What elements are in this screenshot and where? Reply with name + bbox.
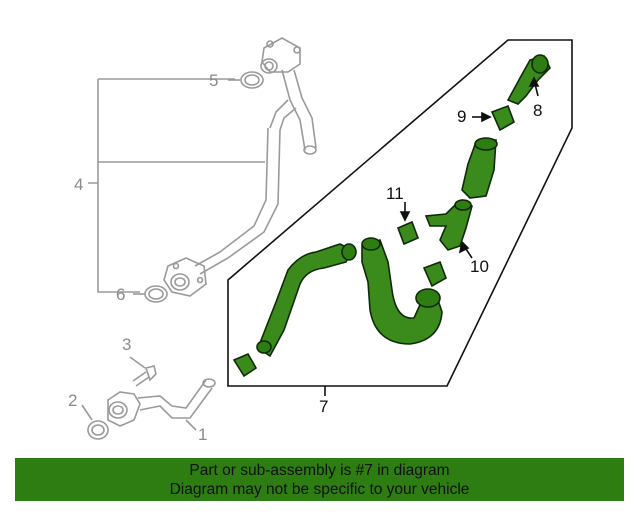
pipe-4-flange [261,37,301,73]
banner-line-2: Diagram may not be specific to your vehi… [169,481,470,498]
clamp-bottom [232,352,258,378]
leader-lines [399,76,540,259]
clamp-10 [422,260,447,288]
callout-9: 9 [457,107,466,126]
parts-diagram: 1 2 3 4 5 6 7 8 9 10 11 [68,37,573,444]
clamp-11 [396,220,420,246]
hose-u [361,238,443,345]
banner-line-1: Part or sub-assembly is #7 in diagram [189,462,450,479]
pipe-4-lower-flange [163,257,207,297]
callout-8: 8 [533,101,542,120]
callout-3: 3 [122,335,131,354]
grey-parts [81,37,317,440]
assembly-7-box [227,39,573,387]
hose-left [257,243,354,358]
callout-7: 7 [319,397,328,416]
pipe-4-upper [281,69,317,151]
bolt-3 [132,365,157,387]
notice-banner: Part or sub-assembly is #7 in diagram Di… [15,458,624,501]
pipe-4-main [194,127,281,275]
green-parts [232,54,551,378]
o-ring-2 [87,420,109,440]
pipe-1 [107,391,141,427]
callout-2: 2 [68,391,77,410]
callout-11: 11 [386,184,404,203]
o-ring-5 [240,71,264,89]
callout-5: 5 [209,71,218,90]
callout-4: 4 [74,175,83,194]
callout-10: 10 [470,257,489,276]
callout-1: 1 [198,425,207,444]
bracket-4 [88,78,265,293]
callout-6: 6 [116,285,125,304]
clamp-9 [490,104,515,132]
